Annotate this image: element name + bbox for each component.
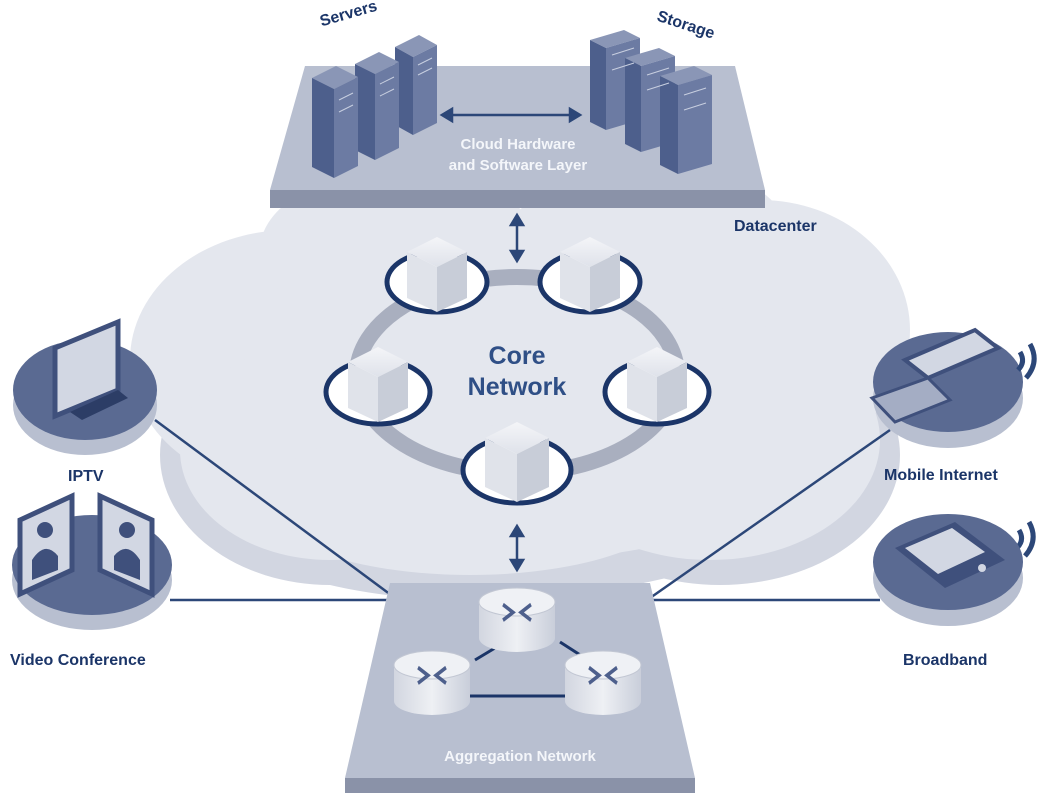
datacenter-label: Datacenter: [734, 218, 817, 235]
tablet-icon: [873, 514, 1023, 626]
cloud-layer-label-line1: Cloud Hardware: [460, 136, 576, 153]
broadband-label: Broadband: [903, 652, 988, 669]
storage-icon: [590, 30, 712, 174]
aggregation-platform: [345, 583, 695, 793]
video-conference-icon: [12, 492, 172, 630]
router-icon: [393, 587, 642, 715]
core-network-label-line1: Core: [488, 342, 546, 370]
arrows: [439, 106, 583, 573]
core-network-label-line2: Network: [467, 373, 567, 401]
core-node-icon: [323, 237, 712, 506]
cloud-layer-label-line2: and Software Layer: [448, 157, 588, 174]
mobile-internet-label: Mobile Internet: [884, 467, 998, 484]
aggregation-network-label: Aggregation Network: [444, 748, 596, 765]
tv-icon: [13, 318, 157, 455]
iptv-label: IPTV: [68, 468, 104, 485]
server-icon: [312, 35, 437, 178]
laptop-icon: [869, 327, 1023, 448]
video-conference-label: Video Conference: [10, 652, 146, 669]
connection-lines: [154, 418, 891, 602]
